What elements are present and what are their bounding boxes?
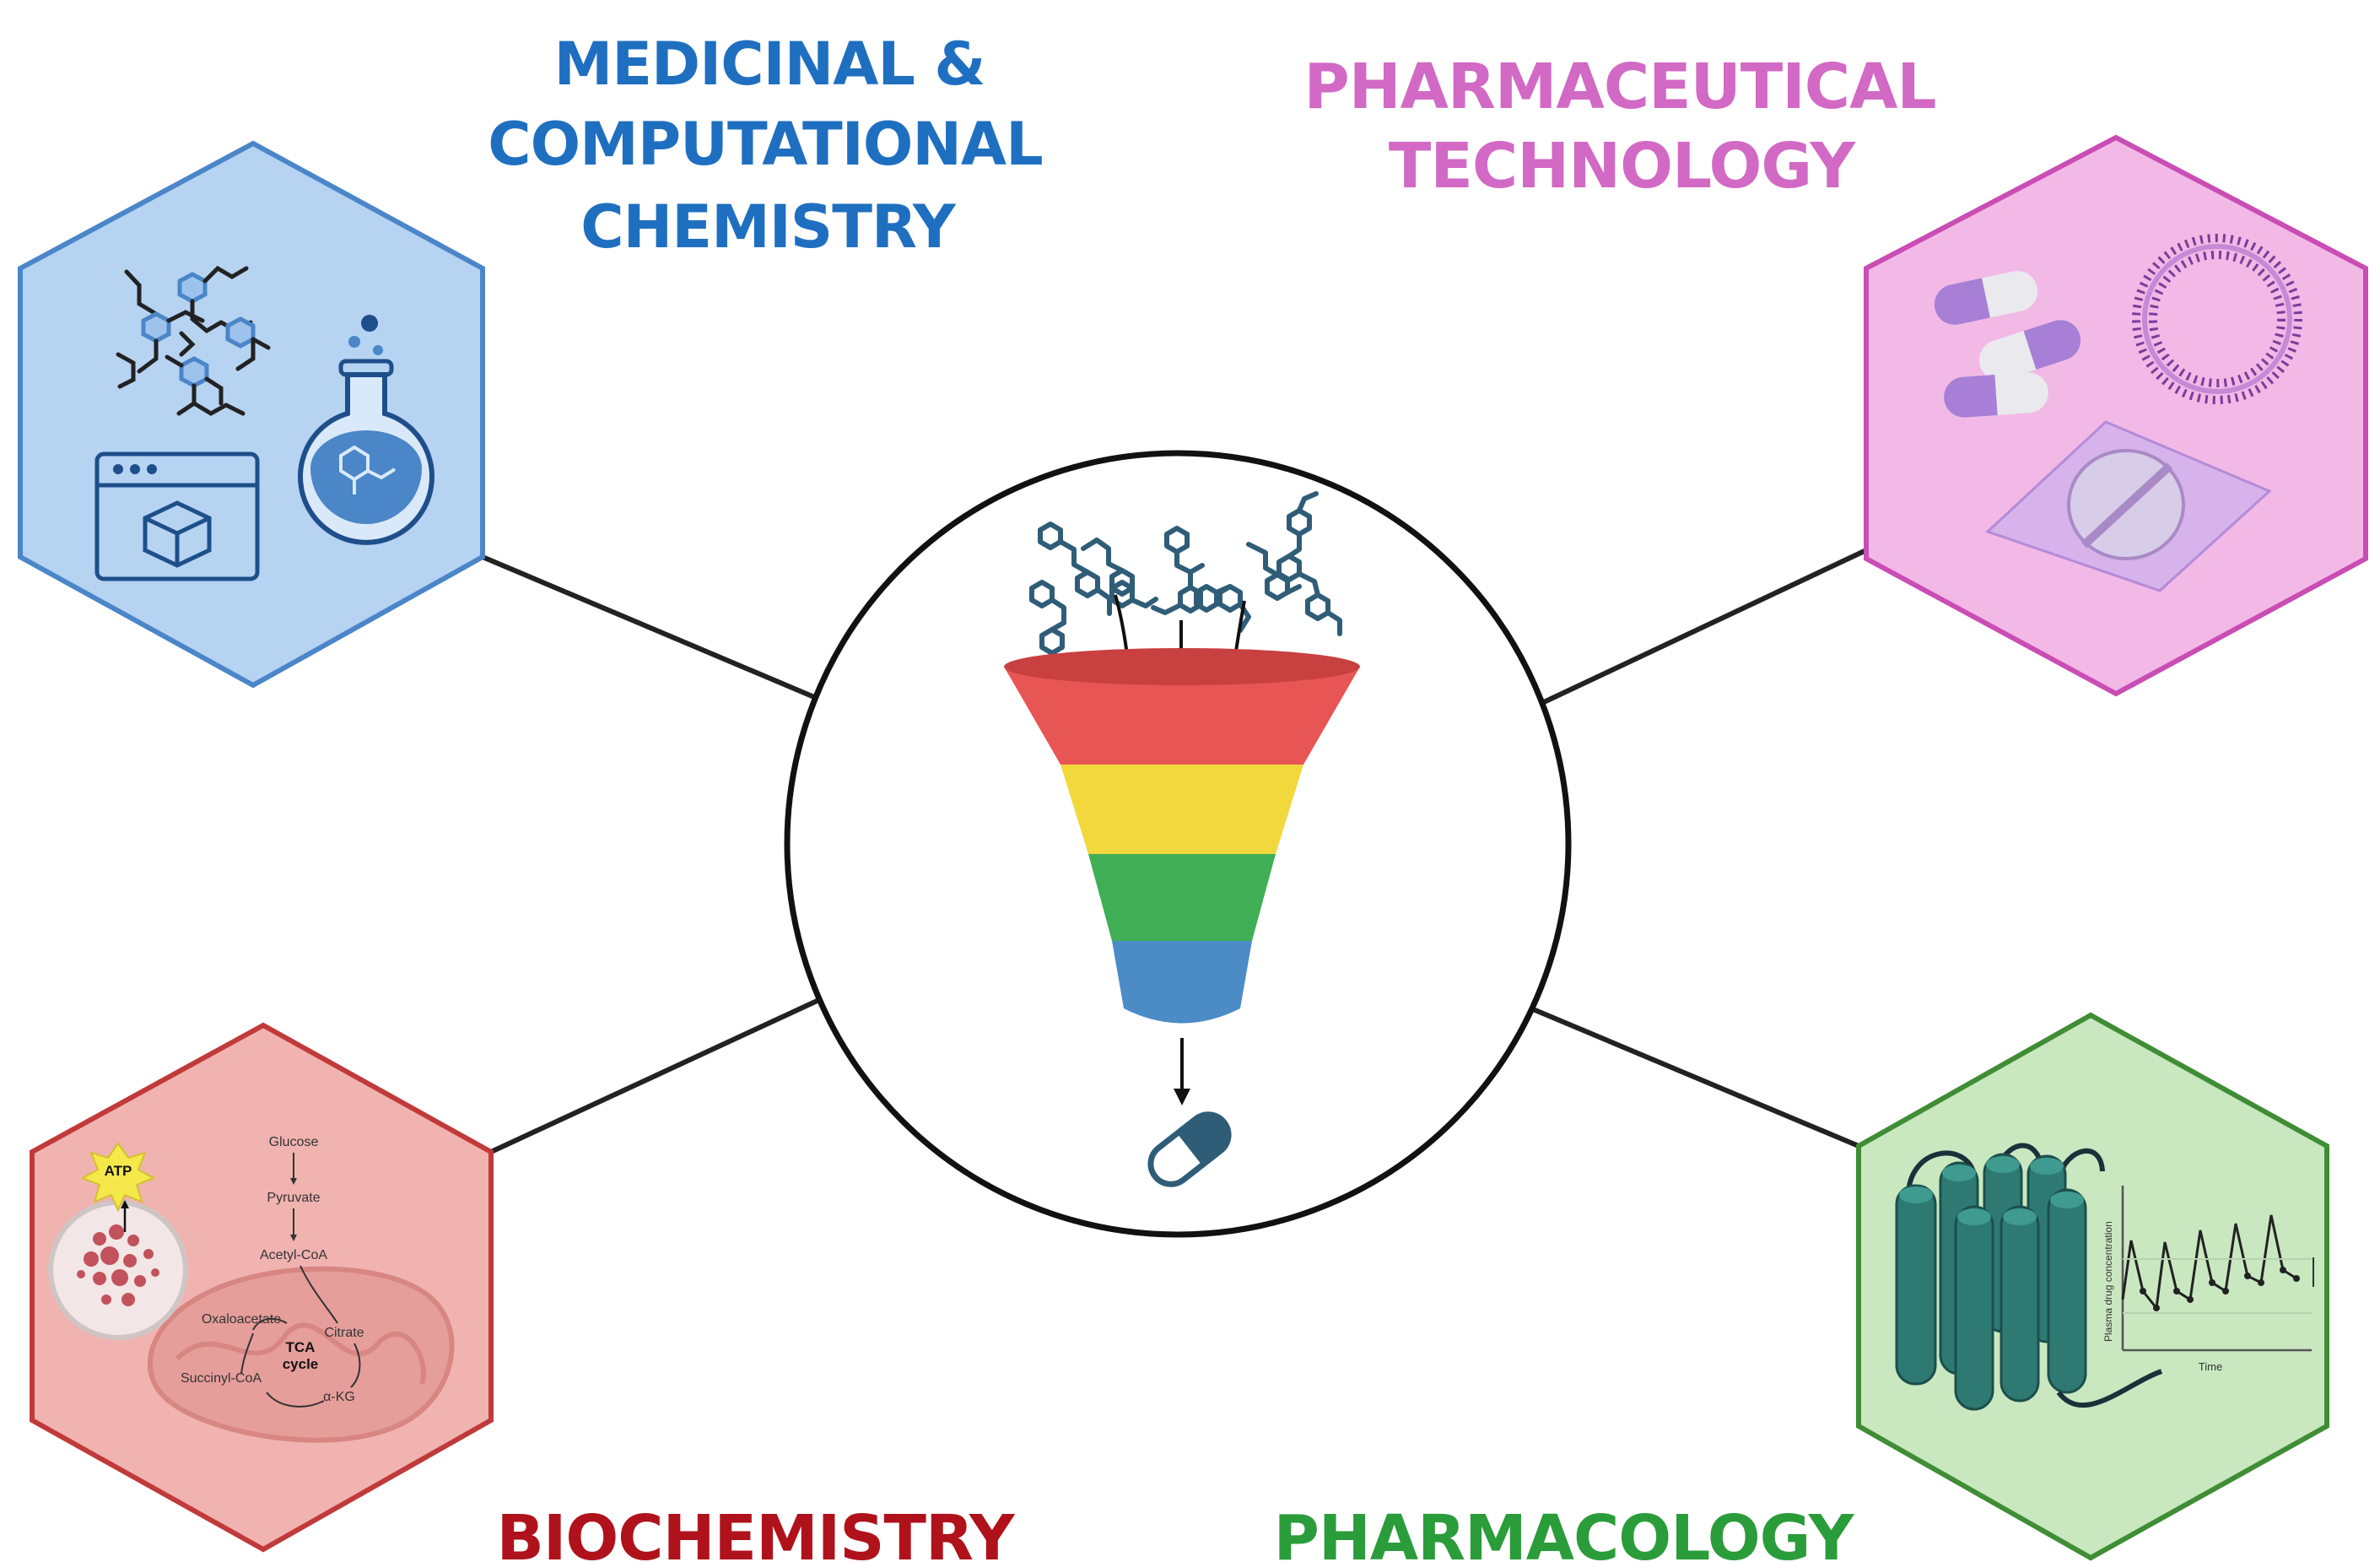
cell-zoom-icon: ATP <box>48 1142 188 1340</box>
pk-plot: Plasma drug concentration Time <box>2102 1186 2314 1373</box>
citrate-label: Citrate <box>324 1326 364 1340</box>
pk-curve <box>2121 1214 2297 1311</box>
hexagon-medicinal <box>18 140 485 689</box>
mitochondrion-icon <box>147 1266 455 1443</box>
oxaloacetate-label: Oxaloacetate <box>202 1312 281 1327</box>
title-medicinal: MEDICINAL & COMPUTATIONAL CHEMISTRY <box>488 30 1043 262</box>
title-medicinal-line3: CHEMISTRY <box>580 192 957 262</box>
funnel-icon <box>1004 648 1360 1024</box>
title-biochem: BIOCHEMISTRY <box>496 1502 1017 1562</box>
connector-pharmtech <box>1542 548 1868 705</box>
title-pharmacology-line1: PHARMACOLOGY <box>1274 1502 1855 1562</box>
funnel-band-green <box>1088 854 1276 941</box>
funnel-band-red <box>1004 667 1360 765</box>
connector-medicinal <box>481 554 816 700</box>
browser-cube-icon <box>94 451 260 581</box>
funnel-rim <box>1004 648 1360 685</box>
hexagon-pharmtech <box>1864 134 2368 697</box>
cycle-label: cycle <box>283 1356 319 1372</box>
glucose-label: Glucose <box>269 1135 319 1149</box>
funnel-band-yellow <box>1060 765 1303 854</box>
title-pharmtech: PHARMACEUTICAL TECHNOLOGY <box>1303 51 1936 203</box>
connector-biochem <box>489 996 824 1154</box>
title-medicinal-line1: MEDICINAL & <box>554 30 985 99</box>
metabolic-pathway: Glucose Pyruvate Acetyl-CoA Oxaloacetate… <box>181 1135 364 1408</box>
molecule-structures-icon <box>116 265 271 416</box>
tablet-blister-icon <box>1985 420 2272 592</box>
atp-label: ATP <box>105 1163 132 1179</box>
pk-xlabel: Time <box>2199 1360 2222 1373</box>
akg-label: α-KG <box>323 1390 355 1404</box>
title-pharmtech-line1: PHARMACEUTICAL <box>1303 51 1935 123</box>
receptor-protein-icon <box>1895 1143 2163 1411</box>
tca-label: TCA <box>286 1339 316 1355</box>
funnel-band-blue <box>1112 941 1252 1024</box>
acetyl-coa-label: Acetyl-CoA <box>260 1248 327 1262</box>
pyruvate-label: Pyruvate <box>267 1191 320 1205</box>
pill-capsules-icon <box>1934 271 2081 418</box>
connector-lines <box>481 548 1868 1154</box>
connector-pharmacology <box>1525 1004 1860 1149</box>
title-pharmtech-line2: TECHNOLOGY <box>1389 130 1857 203</box>
flask-icon <box>298 315 434 545</box>
hexagon-pharmacology: Plasma drug concentration Time <box>1856 1012 2329 1561</box>
title-biochem-line1: BIOCHEMISTRY <box>496 1502 1016 1562</box>
hexagon-biochem: ATP Glucose Pyruvate Acetyl-CoA Oxaloace… <box>30 1022 494 1553</box>
succinyl-coa-label: Succinyl-CoA <box>181 1371 262 1386</box>
pk-ylabel: Plasma drug concentration <box>2102 1221 2114 1342</box>
title-medicinal-line2: COMPUTATIONAL <box>488 110 1042 179</box>
center-molecules-icon <box>1029 491 1342 656</box>
title-pharmacology: PHARMACOLOGY <box>1274 1502 1856 1562</box>
liposome-icon <box>2132 234 2302 404</box>
capsule-icon <box>1147 1111 1232 1187</box>
